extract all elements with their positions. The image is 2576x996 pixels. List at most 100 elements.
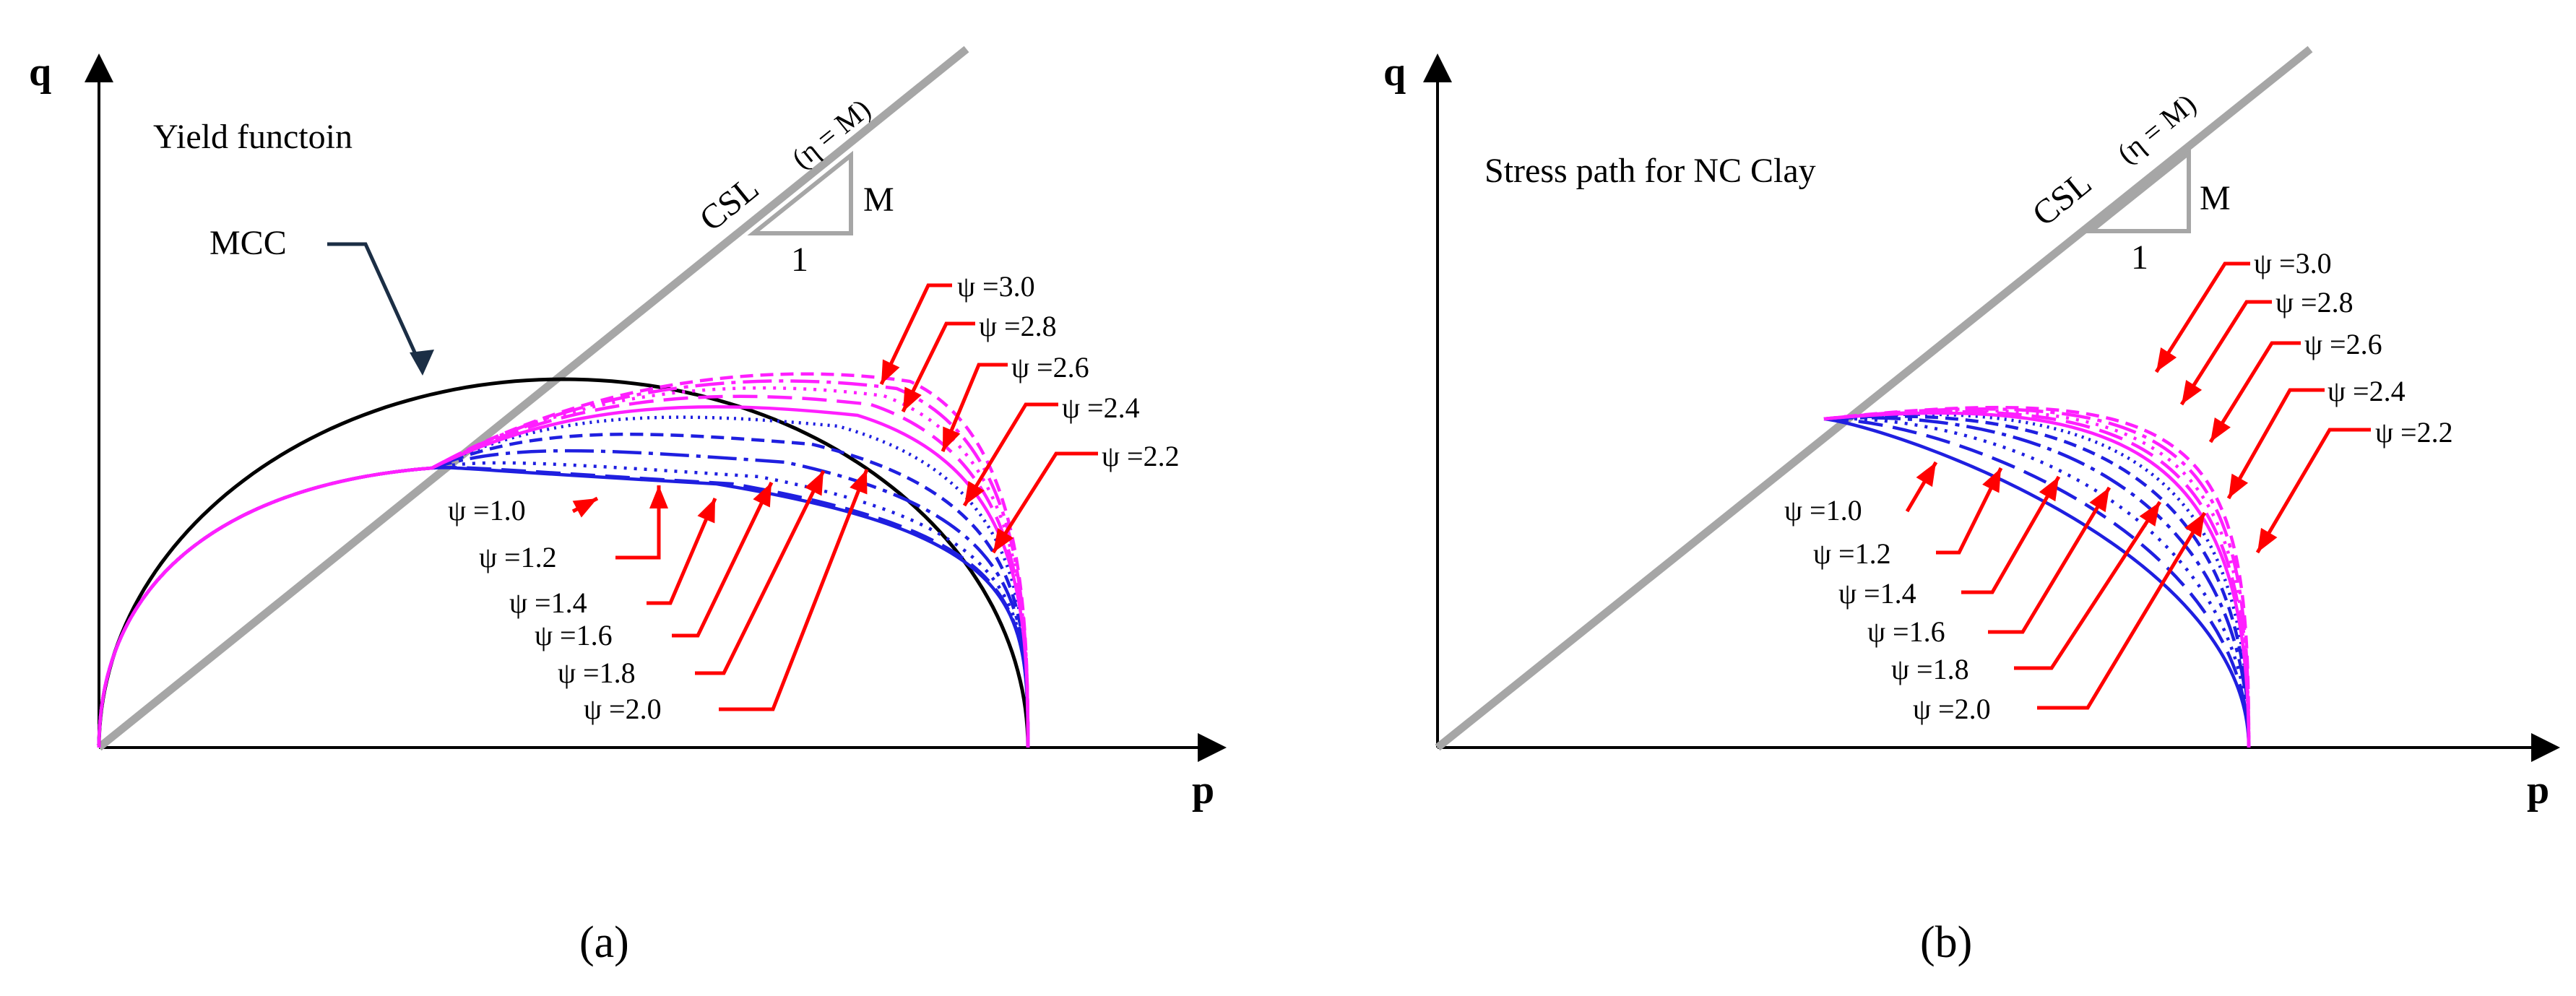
arrow-b-psi-2-4 — [2226, 388, 2325, 500]
yield-curve-psi-1-8 — [97, 433, 1030, 748]
yield-curves-a — [97, 372, 1030, 748]
arrow-a-psi-1-4-head — [697, 498, 715, 524]
psi-label-a-3-0: ψ =3.0 — [957, 270, 1035, 303]
arrow-a-psi-1-2-head — [649, 485, 668, 508]
arrow-a-psi-2-8 — [901, 321, 975, 413]
stress-path-psi-1-6 — [1823, 416, 2251, 748]
arrow-b-psi-1-4 — [1961, 475, 2061, 594]
arrow-a-psi-2-8-head — [903, 386, 922, 412]
psi-label-b-2-8: ψ =2.8 — [2275, 286, 2354, 319]
arrow-b-psi-2-0-head — [2184, 513, 2205, 538]
arrow-b-psi-1-8-head — [2139, 502, 2160, 527]
stress-path-psi-3-0 — [1823, 405, 2251, 748]
arrow-b-psi-1-8 — [2014, 501, 2162, 670]
arrow-a-psi-3-0 — [879, 283, 952, 386]
psi-label-a-1-6: ψ =1.6 — [535, 619, 613, 651]
psi-label-b-2-6: ψ =2.6 — [2304, 328, 2382, 360]
yield-curve-psi-2-8 — [97, 379, 1030, 748]
arrow-a-psi-1-4 — [647, 498, 717, 605]
arrow-a-psi-2-4 — [962, 402, 1058, 507]
arrow-a-psi-2-0-head — [850, 469, 868, 495]
arrow-a-psi-1-8 — [695, 469, 826, 675]
stress-paths-b — [1823, 405, 2251, 748]
csl-label-a: CSL — [693, 169, 766, 239]
arrow-b-psi-2-2-head — [2257, 527, 2278, 553]
arrow-a-psi-1-0-head — [572, 498, 597, 518]
arrow-b-psi-1-2-head — [1982, 468, 2001, 493]
arrow-b-psi-1-0-head — [1916, 462, 1936, 488]
yield-curve-psi-2-6 — [97, 386, 1030, 748]
arrow-a-psi-3-0-head — [881, 359, 900, 384]
arrow-b-psi-2-8-head — [2182, 380, 2203, 404]
panel-label-a: (a) — [579, 918, 629, 967]
mcc-label: MCC — [209, 224, 287, 262]
title-b: Stress path for NC Clay — [1484, 152, 1816, 190]
psi-label-b-1-2: ψ =1.2 — [1813, 537, 1891, 570]
arrow-b-psi-2-6-head — [2210, 417, 2231, 442]
arrow-b-psi-2-8 — [2179, 300, 2272, 406]
yield-curve-psi-3-0 — [97, 372, 1030, 748]
title-a: Yield functoin — [153, 118, 353, 156]
slope-rise-a: M — [863, 181, 894, 219]
psi-label-b-1-8: ψ =1.8 — [1891, 653, 1969, 685]
arrow-b-psi-2-0 — [2037, 511, 2207, 710]
psi-label-b-2-0: ψ =2.0 — [1913, 693, 1991, 725]
psi-label-a-1-0: ψ =1.0 — [448, 494, 526, 527]
slope-run-b: 1 — [2131, 238, 2148, 277]
stress-path-psi-2-6 — [1823, 408, 2251, 748]
stress-path-psi-1-2 — [1823, 417, 2251, 748]
psi-label-a-1-4: ψ =1.4 — [509, 586, 587, 619]
arrow-a-psi-1-6 — [672, 481, 774, 638]
arrow-a-psi-2-0 — [719, 469, 869, 711]
arrow-a-psi-1-2 — [615, 485, 661, 560]
mcc-pointer — [327, 242, 425, 371]
psi-label-a-2-2: ψ =2.2 — [1102, 440, 1180, 472]
psi-label-b-1-0: ψ =1.0 — [1784, 494, 1862, 527]
psi-label-a-2-0: ψ =2.0 — [584, 693, 662, 725]
slope-run-a: 1 — [791, 241, 808, 279]
mcc-curve — [97, 377, 1030, 748]
arrow-b-psi-1-4-head — [2039, 477, 2059, 502]
panel-b: q p Stress path for NC Clay CSL (η = M) … — [1383, 46, 2560, 813]
arrow-a-psi-2-4-head — [964, 480, 985, 506]
arrow-b-psi-3-0-head — [2156, 347, 2177, 372]
arrow-b-psi-1-6 — [1988, 486, 2112, 634]
psi-label-a-2-4: ψ =2.4 — [1062, 391, 1140, 424]
yield-curve-psi-2-0 — [97, 415, 1030, 748]
csl-line-a — [96, 46, 969, 751]
arrow-a-psi-2-6 — [941, 363, 1008, 452]
psi-label-a-2-8: ψ =2.8 — [979, 310, 1057, 342]
arrow-b-psi-2-2 — [2255, 428, 2371, 554]
arrow-a-psi-2-6-head — [943, 426, 961, 451]
yield-curve-psi-2-4 — [97, 394, 1030, 748]
x-axis-label-a: p — [1192, 768, 1214, 813]
arrow-a-psi-2-2-head — [993, 528, 1014, 553]
slope-rise-b: M — [2200, 179, 2231, 217]
stress-path-psi-1-8 — [1823, 415, 2251, 748]
psi-label-a-2-6: ψ =2.6 — [1011, 351, 1089, 384]
arrow-b-psi-1-2 — [1936, 467, 2003, 555]
slope-triangle-b — [2085, 148, 2191, 233]
yield-curve-psi-2-2 — [97, 405, 1030, 748]
psi-arrows-a — [571, 283, 1098, 711]
y-axis-label-b: q — [1383, 50, 1406, 95]
psi-label-a-1-8: ψ =1.8 — [558, 657, 636, 689]
stress-path-psi-2-4 — [1823, 410, 2251, 748]
psi-label-b-3-0: ψ =3.0 — [2254, 247, 2332, 280]
psi-label-a-1-2: ψ =1.2 — [479, 541, 557, 573]
psi-label-b-2-4: ψ =2.4 — [2328, 375, 2406, 407]
arrow-b-psi-2-6 — [2208, 341, 2301, 443]
arrow-a-psi-1-8-head — [805, 471, 824, 496]
arrow-b-psi-1-6-head — [2089, 488, 2109, 513]
stress-path-psi-1-0 — [1823, 417, 2251, 748]
psi-label-b-2-2: ψ =2.2 — [2375, 416, 2453, 449]
psi-label-b-1-6: ψ =1.6 — [1867, 615, 1945, 648]
psi-label-b-1-4: ψ =1.4 — [1838, 577, 1916, 610]
x-axis-label-b: p — [2527, 768, 2549, 813]
slope-triangle-a — [747, 150, 853, 235]
arrow-a-psi-1-6-head — [753, 482, 771, 508]
arrow-a-psi-2-2 — [991, 451, 1098, 554]
panel-label-b: (b) — [1920, 918, 1972, 967]
psi-arrows-b — [1905, 261, 2371, 710]
